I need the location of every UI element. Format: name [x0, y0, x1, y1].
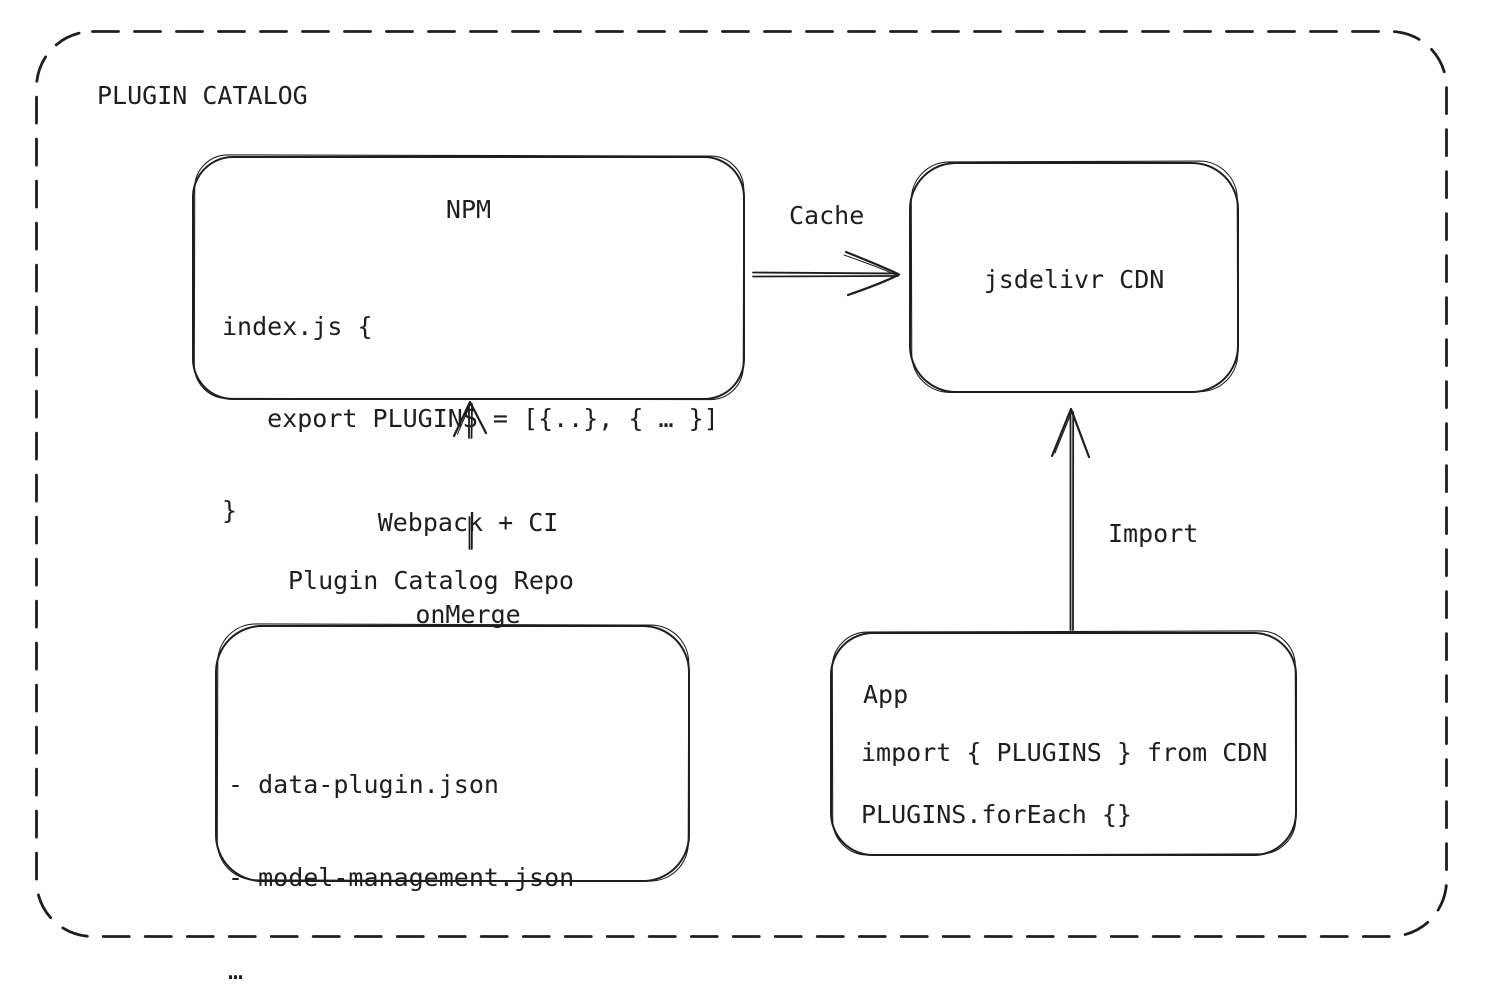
build-connector-line — [468, 516, 473, 550]
cdn-title: jsdelivr CDN — [983, 265, 1165, 294]
repo-file-item: - model-management.json — [228, 863, 575, 892]
app-title: App — [863, 680, 909, 709]
npm-title: NPM — [445, 195, 492, 224]
repo-box — [215, 623, 690, 882]
cdn-box — [909, 160, 1239, 393]
build-arrow-label-line: Webpack + CI — [377, 508, 559, 537]
build-arrow — [452, 400, 488, 439]
npm-box — [192, 154, 745, 401]
cache-arrow-label: Cache — [789, 201, 865, 230]
npm-code-line: index.js { — [222, 312, 373, 341]
repo-title: Plugin Catalog Repo — [288, 566, 574, 595]
build-arrow-label: Webpack + CI onMerge — [318, 447, 618, 691]
catalog-boundary — [35, 30, 1448, 938]
cache-arrow — [752, 250, 901, 297]
repo-file-item: - data-plugin.json — [228, 770, 499, 799]
import-arrow-label: Import — [1108, 519, 1199, 548]
build-arrow-label-line: onMerge — [415, 600, 521, 629]
npm-code-line: export PLUGINS = [{..}, { … }] — [222, 404, 719, 433]
repo-file-item: … — [228, 956, 244, 985]
npm-code-line: } — [222, 496, 238, 525]
npm-code: index.js { export PLUGINS = [{..}, { … }… — [222, 251, 719, 587]
repo-file-list: - data-plugin.json - model-management.js… — [228, 708, 574, 1002]
app-code-line: import { PLUGINS } from CDN — [861, 738, 1268, 767]
import-arrow — [1050, 407, 1091, 631]
app-code-line: PLUGINS.forEach {} — [861, 800, 1132, 829]
diagram-title: PLUGIN CATALOG — [97, 81, 308, 110]
app-box — [830, 630, 1297, 856]
